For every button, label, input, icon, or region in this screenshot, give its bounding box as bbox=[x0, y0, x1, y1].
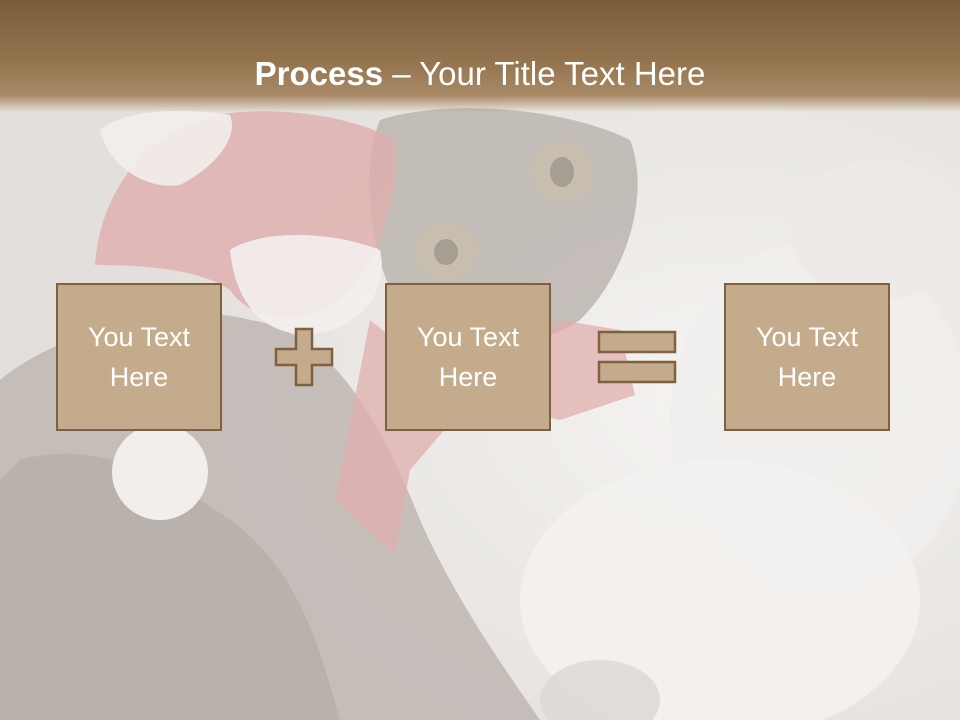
title-bar bbox=[0, 0, 960, 112]
process-box-3-text: You Text Here bbox=[755, 322, 859, 392]
plus-icon bbox=[274, 327, 334, 387]
title-rest: – Your Title Text Here bbox=[383, 55, 706, 92]
process-box-3[interactable]: You Text Here bbox=[724, 283, 890, 431]
slide-title: Process – Your Title Text Here bbox=[0, 52, 960, 96]
equals-icon bbox=[597, 330, 677, 384]
title-bold-word: Process bbox=[254, 55, 384, 92]
process-box-1[interactable]: You Text Here bbox=[56, 283, 222, 431]
process-box-2-text: You Text Here bbox=[416, 322, 520, 392]
process-box-1-text: You Text Here bbox=[87, 322, 191, 392]
process-box-2[interactable]: You Text Here bbox=[385, 283, 551, 431]
